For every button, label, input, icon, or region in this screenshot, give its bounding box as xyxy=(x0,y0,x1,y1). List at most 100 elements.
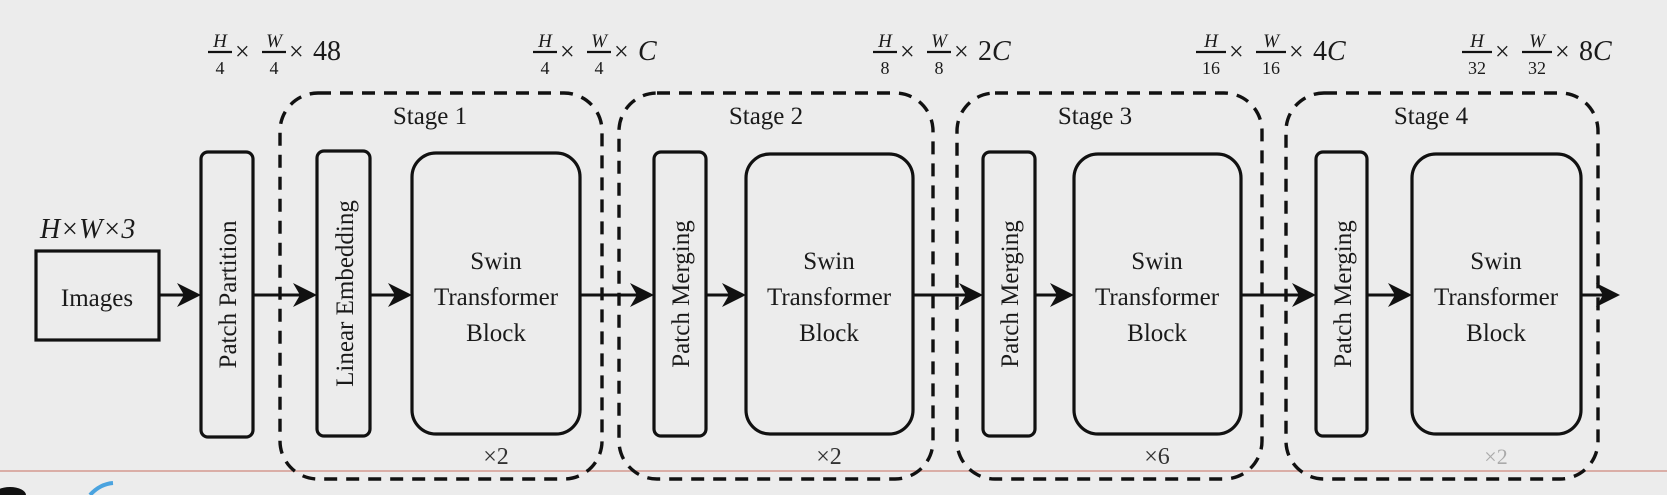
stage-3-container xyxy=(955,91,1264,481)
stage-4: Patch Merging Swin Transformer Block ×2 xyxy=(1314,150,1583,469)
width-denominator: 4 xyxy=(595,58,604,78)
times-symbol: × xyxy=(560,37,575,66)
stage-2: Patch Merging Swin Transformer Block ×2 xyxy=(652,150,915,470)
swin-block-line-3: Block xyxy=(1127,320,1187,347)
height-denominator: 4 xyxy=(541,58,550,78)
patch-partition-label: Patch Partition xyxy=(215,220,242,368)
stage-2-patch-merging-label: Patch Merging xyxy=(668,220,695,368)
times-symbol: × xyxy=(1495,37,1510,66)
stage-2-container xyxy=(617,91,935,481)
width-numerator: W xyxy=(1529,31,1547,52)
times-symbol: × xyxy=(235,37,250,66)
stage-1-dims: H4×W4×C xyxy=(533,31,657,78)
times-symbol: × xyxy=(614,37,629,66)
arrow-head-icon xyxy=(293,283,317,307)
arrow-head-icon xyxy=(1050,283,1074,307)
images-label: Images xyxy=(61,285,133,312)
swin-block-line-2: Transformer xyxy=(1095,284,1220,311)
width-numerator: W xyxy=(591,31,609,52)
linear-embedding-label: Linear Embedding xyxy=(332,200,359,387)
flow-arrow xyxy=(706,283,746,307)
channel-count: 8C xyxy=(1579,36,1612,67)
arrow-head-icon xyxy=(959,283,983,307)
flow-arrow xyxy=(1035,283,1074,307)
stage-2-dims: H8×W8×2C xyxy=(873,31,1011,78)
width-denominator: 8 xyxy=(935,58,944,78)
stage-3: Patch Merging Swin Transformer Block ×6 xyxy=(981,150,1243,470)
patch-partition-dims: H4×W4×48 xyxy=(208,31,341,78)
times-symbol: × xyxy=(289,37,304,66)
swin-block-line-1: Swin xyxy=(470,248,522,275)
times-symbol: × xyxy=(1289,37,1304,66)
stage-3-dims: H16×W16×4C xyxy=(1196,31,1346,78)
width-numerator: W xyxy=(1263,31,1281,52)
stage-4-patch-merging-label: Patch Merging xyxy=(1330,220,1357,368)
stage-4-dims: H 32 × W 32 × 8C xyxy=(1462,31,1612,78)
height-numerator: H xyxy=(1469,31,1485,52)
stage-4-label: Stage 4 xyxy=(1394,103,1469,130)
stage-1-repeat: ×2 xyxy=(483,444,509,470)
arrow-head-icon xyxy=(1388,283,1412,307)
flow-arrow xyxy=(1581,283,1620,307)
swin-block-line-1: Swin xyxy=(803,248,855,275)
times-symbol: × xyxy=(1555,37,1570,66)
swin-block-line-2: Transformer xyxy=(434,284,559,311)
images-node: Images xyxy=(34,249,161,342)
flow-arrow xyxy=(913,283,983,307)
stage-3-patch-merging-label: Patch Merging xyxy=(997,220,1024,368)
swin-block-line-2: Transformer xyxy=(767,284,892,311)
width-denominator: 4 xyxy=(270,58,279,78)
flow-arrow xyxy=(253,283,317,307)
stage-3-label: Stage 3 xyxy=(1058,103,1132,130)
swin-block-line-3: Block xyxy=(799,320,859,347)
swin-block-line-1: Swin xyxy=(1470,248,1522,275)
channel-count: 4C xyxy=(1313,36,1346,67)
patch-partition-node: Patch Partition xyxy=(199,150,255,439)
channel-count: C xyxy=(638,36,657,67)
swin-block-line-3: Block xyxy=(466,320,526,347)
height-denominator: 16 xyxy=(1202,58,1220,78)
width-denominator: 32 xyxy=(1528,58,1546,78)
stage-1-label: Stage 1 xyxy=(393,103,467,130)
stage-2-repeat: ×2 xyxy=(816,444,842,470)
swin-block-line-3: Block xyxy=(1466,320,1526,347)
stage-4-repeat: ×2 xyxy=(1484,444,1507,469)
flow-arrow xyxy=(1367,283,1412,307)
arrow-head-icon xyxy=(630,283,654,307)
flow-arrow xyxy=(580,283,654,307)
channel-count: 48 xyxy=(313,36,341,67)
flow-arrows xyxy=(159,283,1620,307)
height-numerator: H xyxy=(537,31,553,52)
input-dims: H×W×3 xyxy=(39,214,135,245)
times-symbol: × xyxy=(900,37,915,66)
height-numerator: H xyxy=(1203,31,1219,52)
swin-block-line-1: Swin xyxy=(1131,248,1183,275)
height-denominator: 32 xyxy=(1468,58,1486,78)
flow-arrow xyxy=(1241,283,1316,307)
height-denominator: 8 xyxy=(881,58,890,78)
arrow-head-icon xyxy=(1292,283,1316,307)
height-numerator: H xyxy=(212,31,228,52)
cropped-blue-icon xyxy=(88,481,114,495)
stage-1-container xyxy=(278,91,604,481)
stage-2-label: Stage 2 xyxy=(729,103,803,130)
channel-count: 2C xyxy=(978,36,1011,67)
arrow-head-icon xyxy=(722,283,746,307)
stage-1: Linear Embedding Swin Transformer Block … xyxy=(315,149,582,470)
width-denominator: 16 xyxy=(1262,58,1280,78)
arrow-head-icon xyxy=(388,283,412,307)
times-symbol: × xyxy=(954,37,969,66)
cropped-logo-icon xyxy=(0,487,26,495)
flow-arrow xyxy=(370,283,412,307)
arrow-head-icon xyxy=(1596,283,1620,307)
swin-block-line-2: Transformer xyxy=(1434,284,1559,311)
stage-3-repeat: ×6 xyxy=(1144,444,1170,470)
arrow-head-icon xyxy=(177,283,201,307)
height-denominator: 4 xyxy=(216,58,225,78)
height-numerator: H xyxy=(877,31,893,52)
width-numerator: W xyxy=(266,31,284,52)
width-numerator: W xyxy=(931,31,949,52)
flow-arrow xyxy=(159,283,201,307)
